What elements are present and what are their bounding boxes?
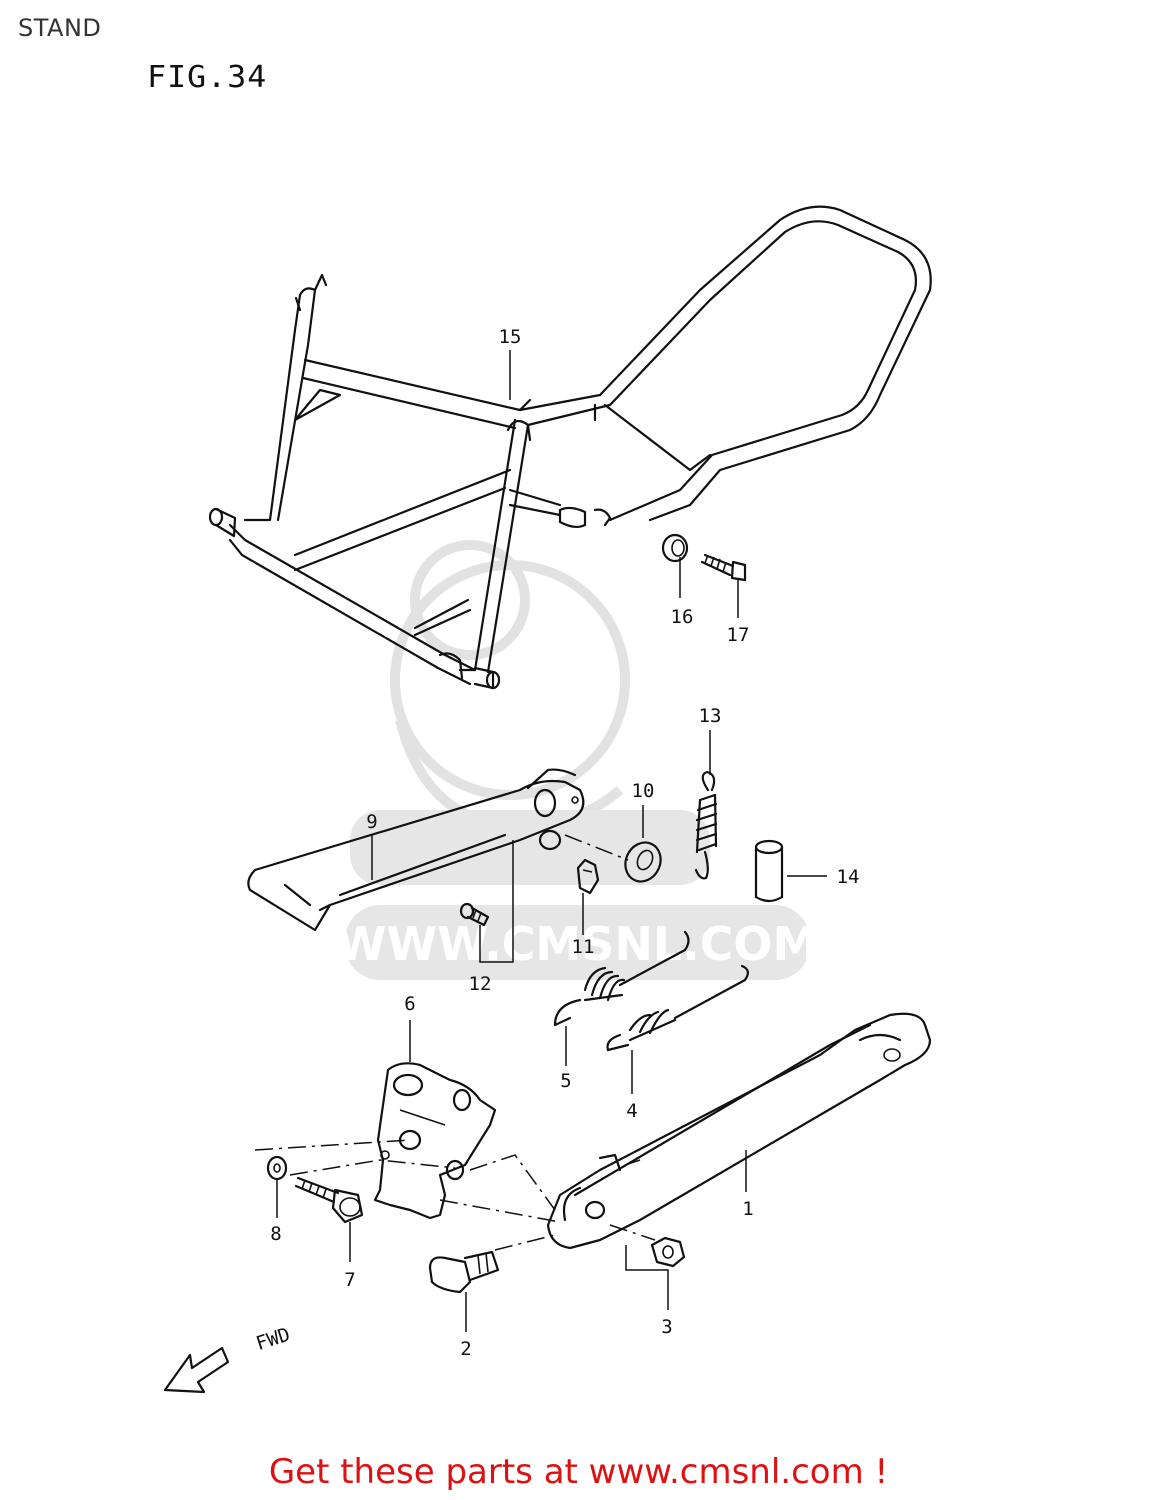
callout-4: 4 [626, 1100, 637, 1122]
callout-13: 13 [699, 705, 722, 727]
callout-numbers: 15 16 17 13 10 14 9 11 12 6 5 4 1 8 7 2 … [270, 326, 859, 1360]
callout-11: 11 [572, 936, 595, 958]
callout-15: 15 [499, 326, 522, 348]
washer-10 [624, 841, 662, 883]
callout-1: 1 [742, 1198, 753, 1220]
pivot-bolt-2 [428, 1250, 500, 1294]
main-stand-frame [208, 205, 932, 690]
callout-2: 2 [460, 1338, 471, 1360]
side-stand-1 [546, 1012, 932, 1250]
spring-4 [606, 964, 749, 1052]
callout-14: 14 [837, 866, 860, 888]
leader-lines [276, 350, 827, 1332]
callout-3: 3 [661, 1316, 672, 1338]
cmsnl-watermark: cms WWW.CMSNL.COM [336, 540, 819, 980]
bracket-6 [373, 1062, 497, 1220]
forward-direction-indicator: FWD [163, 1324, 293, 1394]
callout-5: 5 [560, 1070, 571, 1092]
spring-13 [694, 770, 718, 880]
callout-17: 17 [727, 624, 750, 646]
footer-call-to-action[interactable]: Get these parts at www.cmsnl.com ! [268, 1452, 889, 1492]
spring-5 [553, 930, 690, 1027]
bolt-7 [294, 1176, 364, 1224]
callout-9: 9 [366, 811, 377, 833]
forward-label: FWD [253, 1324, 292, 1356]
bolt-17 [700, 553, 747, 582]
watermark-url: WWW.CMSNL.COM [336, 917, 819, 971]
nut-16 [661, 533, 689, 563]
callout-8: 8 [270, 1223, 281, 1245]
washer-8 [266, 1155, 288, 1181]
sleeve-14 [754, 839, 784, 903]
callout-6: 6 [404, 993, 415, 1015]
clip-11 [576, 858, 600, 895]
figure-label: FIG.34 [147, 60, 268, 95]
callout-12: 12 [469, 973, 492, 995]
section-title: STAND [18, 14, 102, 42]
callout-10: 10 [632, 780, 655, 802]
callout-7: 7 [344, 1269, 355, 1291]
nut-3 [650, 1236, 686, 1268]
forward-arrow-icon [163, 1346, 230, 1394]
stand-lever [247, 768, 585, 932]
bolt-12 [459, 902, 490, 927]
watermark-brand: cms [440, 792, 641, 897]
assembly-lines [254, 834, 656, 1251]
callout-16: 16 [671, 606, 694, 628]
